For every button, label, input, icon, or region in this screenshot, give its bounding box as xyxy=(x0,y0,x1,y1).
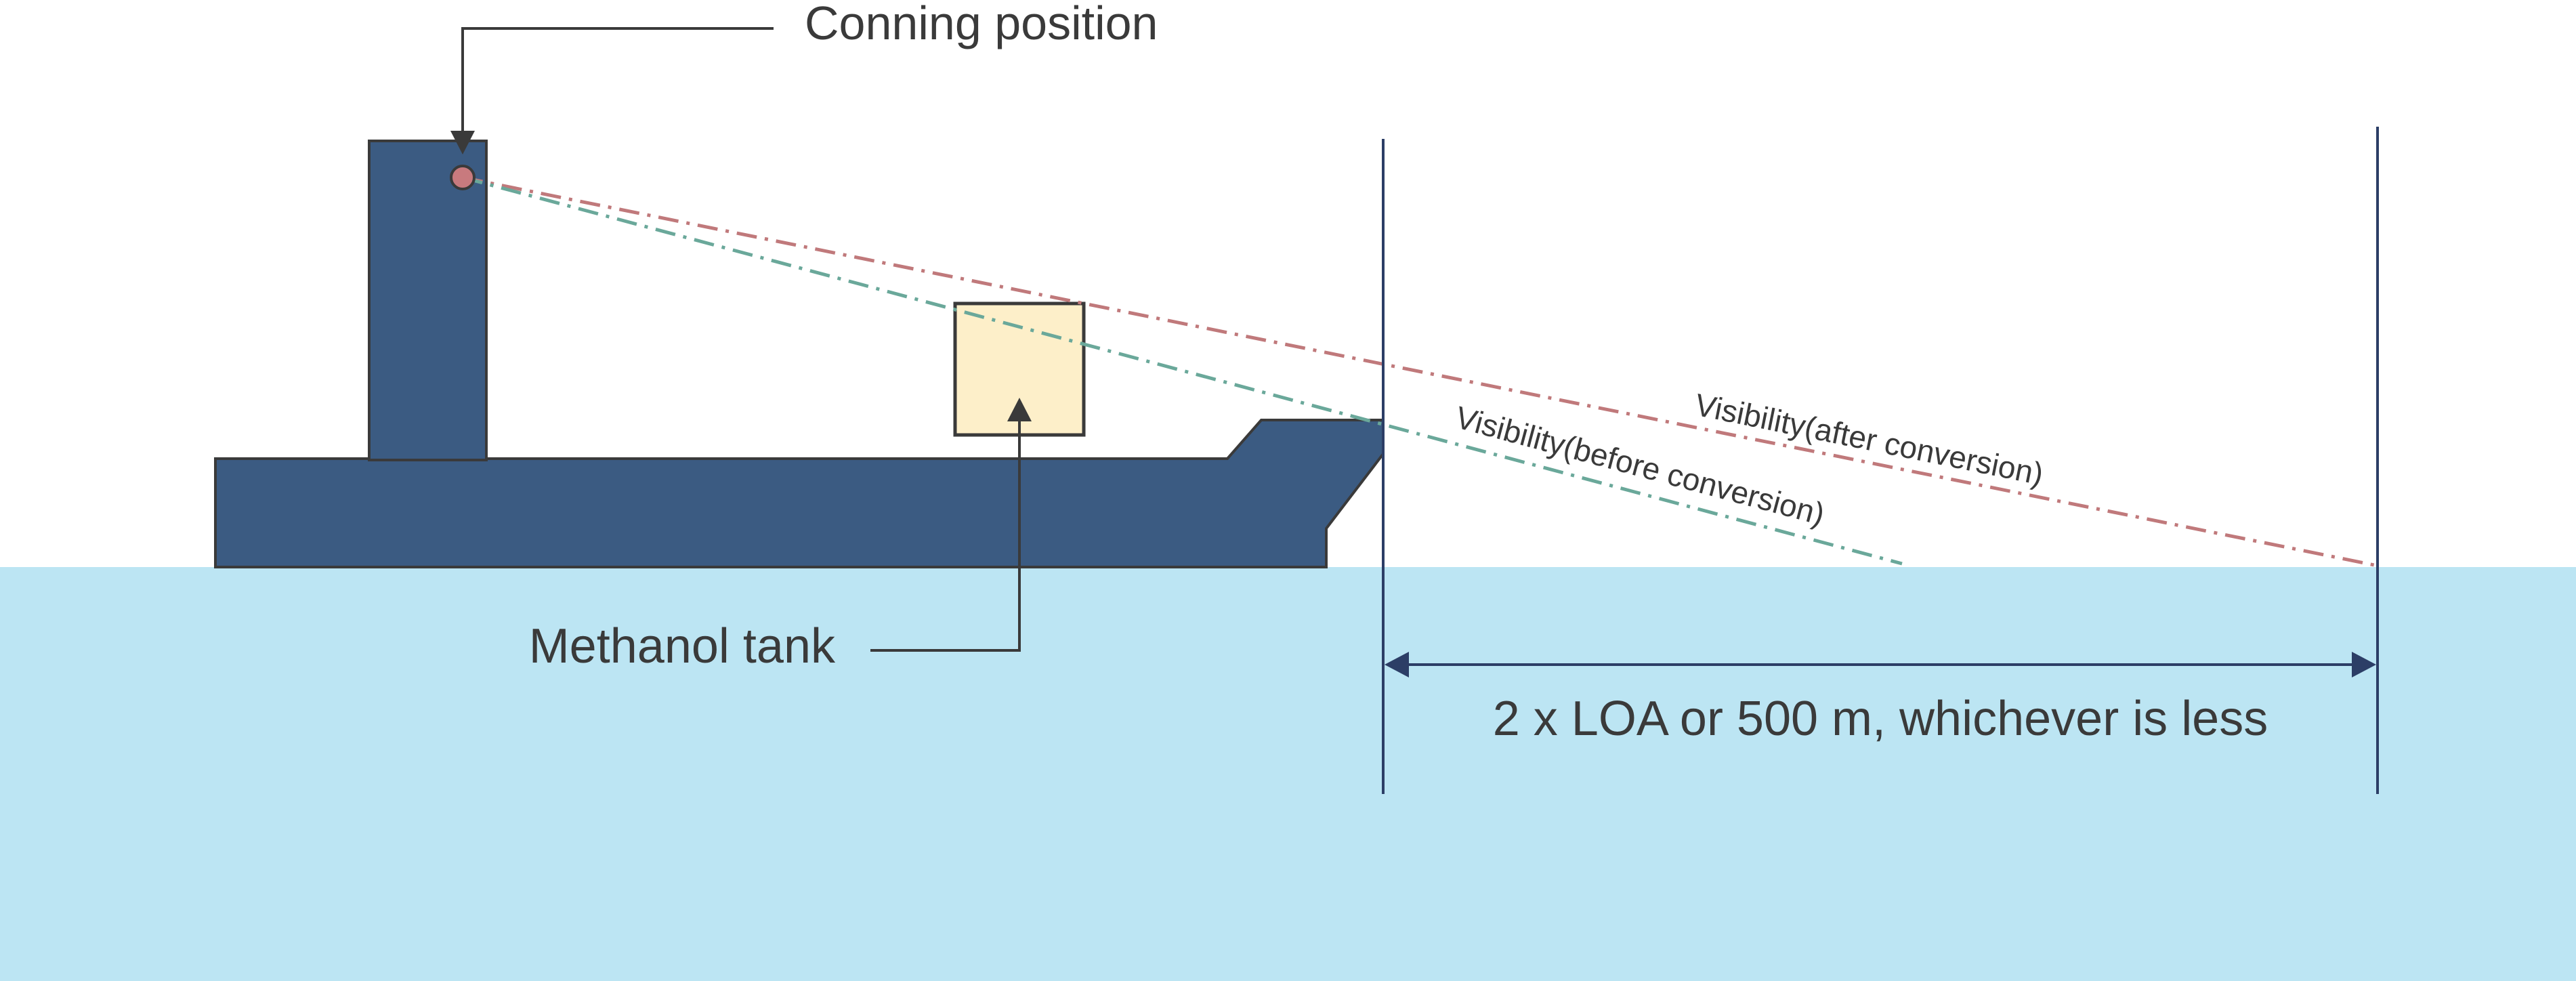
distance-label: 2 x LOA or 500 m, whichever is less xyxy=(1493,692,2268,746)
conning-position-dot xyxy=(450,165,476,190)
ship-superstructure xyxy=(368,140,488,461)
sea-area xyxy=(0,567,2576,981)
visibility-after-line xyxy=(462,175,2378,568)
conning-position-leader xyxy=(461,27,774,135)
visibility-before-line xyxy=(462,175,1903,566)
distance-arrowhead-right xyxy=(2352,652,2376,677)
distance-arrowhead-left xyxy=(1385,652,1409,677)
methanol-tank-label: Methanol tank xyxy=(529,619,836,673)
methanol-tank-leader xyxy=(870,420,1021,652)
methanol-tank-arrowhead xyxy=(1007,398,1032,421)
conning-position-arrowhead xyxy=(450,131,475,154)
conning-position-label: Conning position xyxy=(805,0,1158,49)
